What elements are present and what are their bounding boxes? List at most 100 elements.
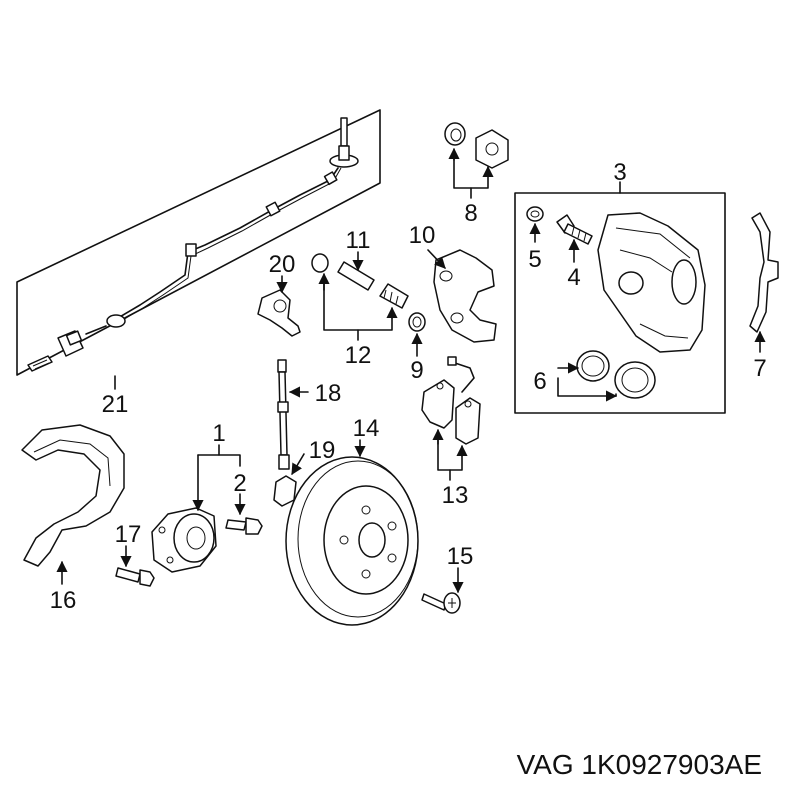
sensor-wire [117, 167, 339, 319]
connector-latch [65, 330, 83, 346]
pad-rivet [436, 382, 444, 390]
brake-pad-outer [421, 379, 455, 429]
bracket-1 [197, 454, 241, 467]
callout-9: 9 [410, 357, 423, 384]
brake-pad-inner [455, 397, 481, 445]
brake-hose-18 [277, 359, 290, 470]
hose-fitting-bottom [278, 454, 290, 470]
hose-bracket-19 [273, 475, 297, 507]
callout-15: 15 [447, 543, 474, 570]
hub-center [186, 526, 206, 550]
callout-4: 4 [567, 264, 580, 291]
pad-rivet [464, 400, 472, 408]
callout-1: 1 [212, 420, 225, 447]
hub-body [173, 513, 215, 563]
bracket-12 [323, 281, 393, 331]
bushings-8 [444, 122, 509, 169]
lug-hole [339, 535, 349, 545]
callout-2: 2 [233, 470, 246, 497]
lug-hole [387, 553, 397, 563]
lug-hole [361, 505, 371, 515]
callout-14: 14 [353, 415, 380, 442]
callout-12: 12 [345, 342, 372, 369]
callout-20: 20 [269, 251, 296, 278]
screw-15-shank [421, 593, 447, 611]
washer-9-bore [412, 316, 422, 328]
washer-9 [408, 312, 426, 332]
wheel-hub-1 [151, 507, 217, 573]
brake-pads-13 [421, 356, 481, 445]
wire-clip [185, 243, 197, 257]
callout-18: 18 [315, 380, 342, 407]
splash-shield-16 [21, 424, 125, 567]
callout-19: 19 [309, 437, 336, 464]
wire-clip [265, 201, 281, 217]
sensor-probe [340, 117, 348, 147]
hub-bolt-2-shank [225, 519, 247, 531]
bolt-4-shank [563, 223, 593, 245]
wire-tag-detail [32, 359, 50, 370]
arrow-10 [427, 249, 446, 269]
callout-16: 16 [50, 587, 77, 614]
callout-5: 5 [528, 246, 541, 273]
guide-bushing [379, 283, 409, 309]
hose-collar [277, 401, 289, 413]
callout-21: 21 [102, 391, 129, 418]
callout-10: 10 [409, 222, 436, 249]
callout-13: 13 [442, 482, 469, 509]
group-box-21 [16, 109, 381, 376]
bolt-17-head [139, 569, 155, 587]
callout-11: 11 [346, 227, 371, 254]
callout-17: 17 [115, 521, 142, 548]
part-number-caption: VAG 1K0927903AE [517, 749, 762, 780]
anti-rattle-spring-7 [749, 212, 779, 333]
hub-hole [166, 556, 174, 564]
caliper-group [514, 192, 726, 414]
bushing-large [475, 129, 509, 169]
callout-labels: 3 8 5 4 6 7 10 11 12 20 9 13 18 19 14 15… [50, 159, 767, 614]
lug-hole [361, 569, 371, 579]
guide-pins [311, 253, 409, 309]
piston-seal-inner [581, 355, 605, 377]
sensor-bracket-20 [257, 289, 301, 337]
wire-grommet [106, 314, 126, 328]
bracket-hole [439, 270, 453, 282]
splash-shield-contour [33, 439, 111, 487]
piston-boot-inner [621, 367, 649, 393]
bolt-17-shank [115, 567, 141, 583]
bushing-small [444, 122, 466, 146]
hose-fitting-top [277, 359, 287, 373]
disc-rim [297, 460, 419, 618]
callout-7: 7 [753, 355, 766, 382]
hub-hole [158, 526, 166, 534]
caliper-bracket-10 [433, 249, 497, 343]
brake-disc-14 [285, 456, 419, 626]
caliper-bore [618, 271, 644, 295]
pad-wear-sensor [447, 356, 457, 366]
guide-pin-11 [337, 261, 375, 291]
pad-wear-sensor-wire [451, 361, 475, 393]
callout-3: 3 [613, 159, 626, 186]
disc-center-bore [358, 522, 386, 558]
cap-5 [526, 206, 544, 222]
wire-clip [323, 171, 338, 186]
guide-bushing-ribs [383, 289, 399, 305]
bushing-large-bore [485, 142, 499, 156]
callout-6: 6 [533, 368, 546, 395]
callout-8: 8 [464, 200, 477, 227]
sensor-body [338, 145, 350, 161]
pin-boot [311, 253, 329, 273]
bracket-hole [450, 312, 464, 324]
sensor-wiring-group [16, 109, 381, 376]
arrow-19 [291, 453, 305, 475]
lug-hole [387, 521, 397, 531]
sensor-bracket-hole [273, 299, 287, 313]
leader-lines [56, 147, 766, 594]
sensor-wire-inner [120, 167, 342, 322]
piston-boot [614, 361, 656, 399]
caliper-piston-seat [671, 259, 697, 305]
caliper-contour [615, 227, 691, 339]
cap-5-inner [530, 210, 540, 218]
brake-hose [278, 371, 288, 456]
